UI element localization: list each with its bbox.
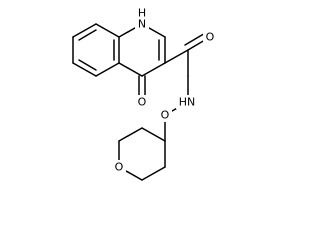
bond bbox=[141, 166, 166, 181]
double-bond-inner bbox=[78, 29, 97, 41]
bond bbox=[118, 62, 143, 77]
atom-label-amide-nh: HN bbox=[179, 96, 196, 109]
pyridinone-ring bbox=[118, 23, 166, 97]
bond bbox=[95, 62, 120, 77]
double-bond-inner bbox=[78, 59, 97, 71]
atom-label-amide-o: O bbox=[206, 31, 215, 44]
atom-label-keto-o: O bbox=[138, 96, 147, 109]
bond bbox=[72, 23, 97, 38]
bond bbox=[141, 62, 166, 77]
atom-label-ring-o: O bbox=[115, 161, 124, 174]
bond bbox=[95, 23, 120, 38]
oxane-ring bbox=[118, 101, 189, 181]
atom-label-ring-n: N bbox=[138, 18, 146, 31]
bond bbox=[72, 62, 97, 77]
atom-label-linker-o: O bbox=[161, 109, 170, 122]
atom-label-ring-nh: H bbox=[138, 7, 146, 20]
bond bbox=[141, 127, 166, 142]
atom-labels: H N O O HN O O bbox=[112, 7, 217, 174]
chemical-structure-diagram: H N O O HN O O bbox=[72, 6, 217, 181]
bond bbox=[164, 49, 189, 64]
bond bbox=[118, 127, 143, 142]
benzene-ring bbox=[72, 23, 120, 77]
